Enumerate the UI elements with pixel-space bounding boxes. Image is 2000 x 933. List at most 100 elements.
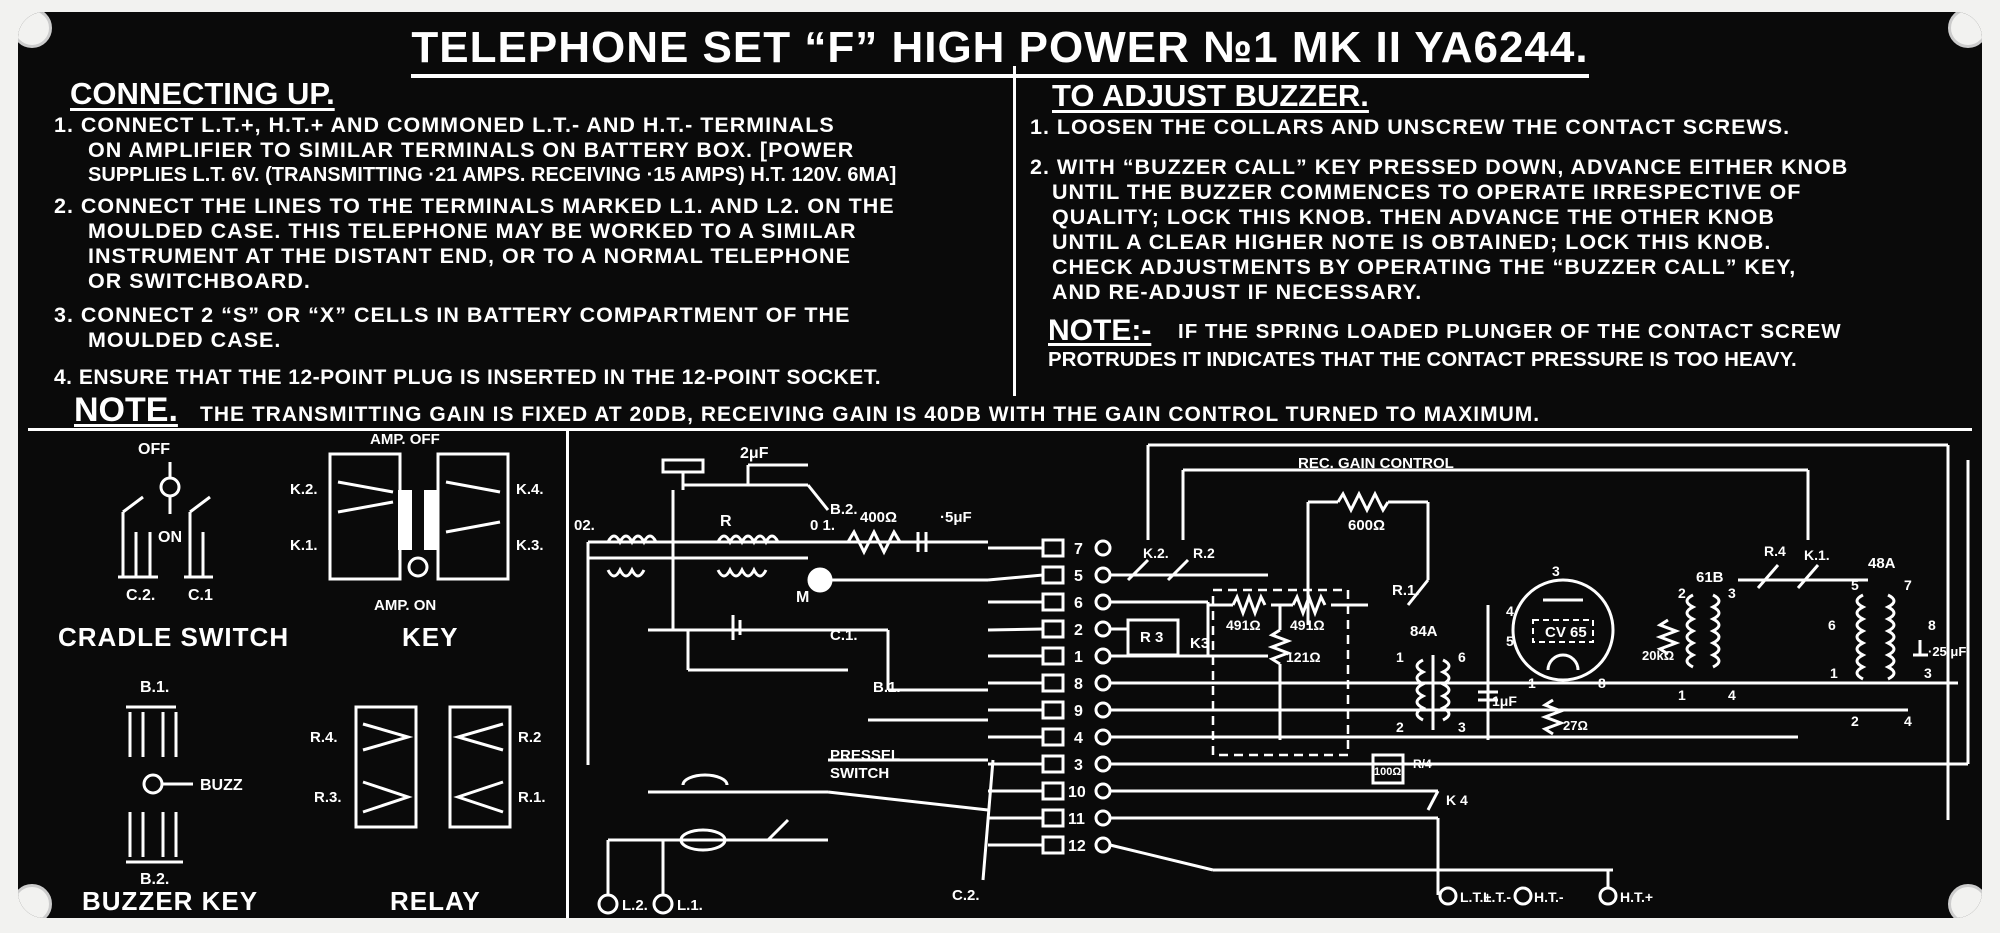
res-20k-label: 20kΩ xyxy=(1642,648,1674,663)
res-27-label: 27Ω xyxy=(1563,718,1588,733)
lt-minus-label: L.T.- xyxy=(1483,889,1511,905)
res-491a-label: 491Ω xyxy=(1226,617,1261,633)
t48-pin: 5 xyxy=(1851,577,1859,593)
buzzer-line: UNTIL THE BUZZER COMMENCES TO OPERATE IR… xyxy=(1052,180,1802,204)
buzzer-key-diagram: B.1. BUZZ B.2. xyxy=(126,679,243,888)
switch-label: SWITCH xyxy=(830,765,889,782)
pin-label: 4 xyxy=(1074,730,1083,747)
buzzer-heading: TO ADJUST BUZZER. xyxy=(1052,78,1369,113)
pin-label: 5 xyxy=(1074,568,1083,585)
pin-label: 10 xyxy=(1068,784,1086,801)
cradle-off-label: OFF xyxy=(138,441,170,458)
r1-label: R.1. xyxy=(1392,582,1420,599)
t48-pin: 2 xyxy=(1851,713,1859,729)
handset-circuit: 2μF B.2. 02. R 0 1. 400Ω ·5μF M xyxy=(574,445,995,915)
t84-pin: 6 xyxy=(1458,649,1466,665)
instruction-plate: TELEPHONE SET “F” HIGH POWER №1 MK II YA… xyxy=(18,12,1982,918)
r3-label: R 3 xyxy=(1140,629,1163,646)
diagram-divider xyxy=(566,430,569,918)
t48-pin: 7 xyxy=(1904,577,1912,593)
relay-diagram: R.4. R.3. R.2 R.1. xyxy=(310,705,546,829)
key-label: KEY xyxy=(402,622,458,652)
o2-label: 02. xyxy=(574,517,595,534)
o1-label: 0 1. xyxy=(810,517,835,534)
buzzer-note-heading: NOTE:- xyxy=(1048,314,1152,347)
connecting-line: MOULDED CASE. THIS TELEPHONE MAY BE WORK… xyxy=(88,219,857,243)
mounting-hole xyxy=(18,884,52,918)
connecting-line: ON AMPLIFIER TO SIMILAR TERMINALS ON BAT… xyxy=(88,138,855,162)
cradle-switch-label: CRADLE SWITCH xyxy=(58,622,289,652)
buzzer-line: 2. WITH “BUZZER CALL” KEY PRESSED DOWN, … xyxy=(1030,155,1849,179)
pin-label: 3 xyxy=(1074,757,1083,774)
res-100-label: 100Ω xyxy=(1374,766,1401,778)
buzzer-key-label: BUZZER KEY xyxy=(82,886,258,916)
mounting-hole xyxy=(18,12,52,48)
k2-label: K.2. xyxy=(1143,545,1169,561)
cradle-switch-diagram: OFF ON C.2. C.1 xyxy=(118,441,213,604)
connecting-line: 4. ENSURE THAT THE 12-POINT PLUG IS INSE… xyxy=(54,366,882,389)
t61-pin: 4 xyxy=(1728,687,1736,703)
connecting-line: MOULDED CASE. xyxy=(88,328,282,352)
cradle-c2-label: C.2. xyxy=(126,587,155,604)
t48-pin: 8 xyxy=(1928,617,1936,633)
t48-pin: 1 xyxy=(1830,665,1838,681)
connecting-line: 3. CONNECT 2 “S” OR “X” CELLS IN BATTERY… xyxy=(54,303,851,327)
tube-pin: 5 xyxy=(1506,633,1514,649)
key-amp-on-label: AMP. ON xyxy=(374,597,436,614)
key-k4-label: K.4. xyxy=(516,481,544,498)
tube-pin: 3 xyxy=(1552,563,1560,579)
cradle-c1-label: C.1 xyxy=(188,587,213,604)
pin-label: 1 xyxy=(1074,649,1083,666)
mounting-hole xyxy=(1948,884,1982,918)
cap-2uf-label: 2μF xyxy=(740,445,769,462)
connecting-heading: CONNECTING UP. xyxy=(70,76,335,111)
pin-label: 9 xyxy=(1074,703,1083,720)
t48-pin: 3 xyxy=(1924,665,1932,681)
res-491b-label: 491Ω xyxy=(1290,617,1325,633)
res-600-label: 600Ω xyxy=(1348,517,1385,534)
circuit-schematic: 2μF B.2. 02. R 0 1. 400Ω ·5μF M xyxy=(574,443,1970,915)
amplifier-circuit: REC. GAIN CONTROL 600Ω K.2. R.2 R 3 K3 4… xyxy=(1109,443,1970,906)
buzzer-note-line: PROTRUDES IT INDICATES THAT THE CONTACT … xyxy=(1048,348,1797,371)
t84a-label: 84A xyxy=(1410,623,1438,640)
pin-label: 2 xyxy=(1074,622,1083,639)
key-amp-off-label: AMP. OFF xyxy=(370,431,440,448)
res-121-label: 121Ω xyxy=(1286,649,1321,665)
switch-diagrams: OFF ON C.2. C.1 CRADLE SWITCH AMP. OFF A… xyxy=(58,431,546,916)
k1-label: K.1. xyxy=(1804,547,1830,563)
tube-pin: 4 xyxy=(1506,603,1514,619)
pin-label: 6 xyxy=(1074,595,1083,612)
relay-r4-label: R.4. xyxy=(310,729,338,746)
cv65-label: CV 65 xyxy=(1545,624,1587,641)
relay-r3-label: R.3. xyxy=(314,789,342,806)
lt-plus-label: L.T.+ xyxy=(1460,889,1492,905)
t84-pin: 1 xyxy=(1396,649,1404,665)
c2-label: C.2. xyxy=(952,887,980,904)
l2-label: L.2. xyxy=(622,897,648,914)
pin-label: 8 xyxy=(1074,676,1083,693)
connecting-line: SUPPLIES L.T. 6V. (TRANSMITTING ·21 AMPS… xyxy=(88,164,897,186)
key-diagram: AMP. OFF AMP. ON K.2. K.1. K.4. K.3. xyxy=(290,431,544,614)
key-k2-label: K.2. xyxy=(290,481,318,498)
r-label: R xyxy=(720,513,732,530)
buzzer-line: QUALITY; LOCK THIS KNOB. THEN ADVANCE TH… xyxy=(1052,205,1775,229)
pin-label: 7 xyxy=(1074,541,1083,558)
cap-5uf-label: ·5μF xyxy=(940,509,972,526)
relay-r1-label: R.1. xyxy=(518,789,546,806)
connecting-line: 1. CONNECT L.T.+, H.T.+ AND COMMONED L.T… xyxy=(54,113,835,137)
buzzer-key-buzz-label: BUZZ xyxy=(200,777,243,794)
cap-1uf-label: 1μF xyxy=(1492,693,1517,709)
r4-label: R.4 xyxy=(1764,543,1786,559)
k4-label: K 4 xyxy=(1446,792,1468,808)
t61-pin: 3 xyxy=(1728,585,1736,601)
c1-label: C.1. xyxy=(830,627,858,644)
pin-label: 11 xyxy=(1068,811,1085,828)
t84-pin: 3 xyxy=(1458,719,1466,735)
connecting-line: OR SWITCHBOARD. xyxy=(88,269,311,293)
key-k1-label: K.1. xyxy=(290,537,318,554)
b2-label: B.2. xyxy=(830,501,858,518)
buzzer-line: UNTIL A CLEAR HIGHER NOTE IS OBTAINED; L… xyxy=(1052,230,1772,254)
relay-r2-label: R.2 xyxy=(518,729,541,746)
ht-plus-label: H.T.+ xyxy=(1620,889,1653,905)
cradle-on-label: ON xyxy=(158,529,182,546)
